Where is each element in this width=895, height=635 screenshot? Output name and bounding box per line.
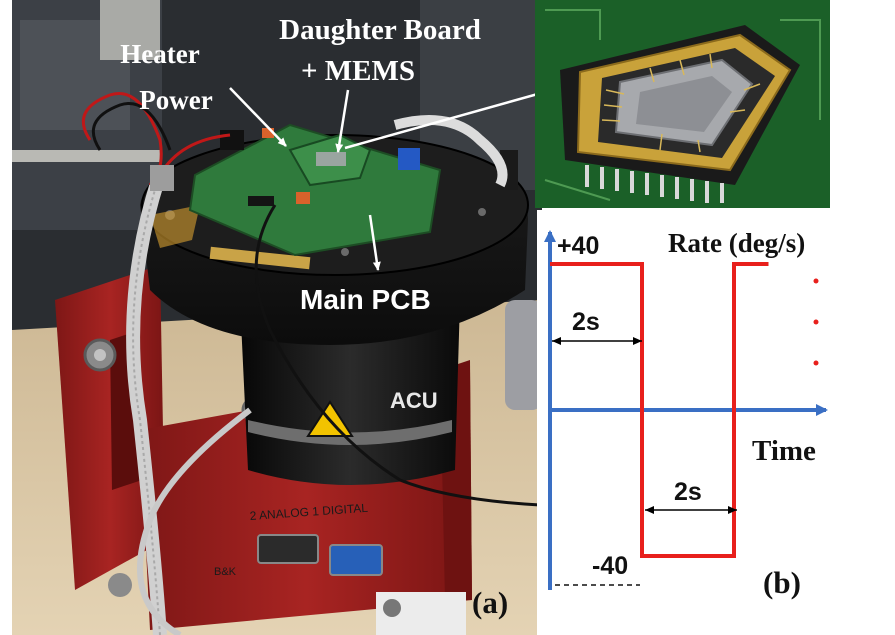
mems-die-core (636, 76, 732, 132)
arrow-to-inset (344, 88, 553, 150)
panel-tag-a: (a) (472, 585, 508, 620)
power-connector (220, 130, 244, 150)
grey-cable (137, 407, 252, 635)
cable-bundle-right (505, 300, 542, 410)
duration-label-first: 2s (572, 308, 600, 336)
label-heater: Heater (120, 39, 199, 69)
continuation-dot (813, 278, 819, 284)
photo-panel-a: ACU 2 ANALOG 1 DIGITAL (12, 0, 553, 635)
rate-square-wave (550, 262, 769, 558)
continuation-dot (813, 360, 819, 366)
heater-wire-black (91, 102, 172, 151)
waveform-background (537, 210, 895, 635)
main-pcb-board (188, 123, 442, 257)
plate-screw (341, 248, 349, 256)
lab-shelf-edge (12, 150, 162, 162)
black-cable (254, 204, 541, 507)
ribbon-cable-stripes (132, 179, 161, 635)
waveform-panel-b: +40 -40 Rate (deg/s) Time 2s 2s (b) (537, 210, 895, 635)
arrow-daughter-board (335, 89, 350, 153)
continuation-dot (813, 319, 819, 325)
blue-connector (398, 148, 420, 170)
brand-text: ACU (390, 388, 438, 413)
kapton-tape (209, 246, 311, 270)
ribbon-cable-top (393, 115, 508, 188)
pcb-header (248, 196, 274, 206)
panel-tag-b: (b) (763, 565, 801, 600)
label-daughter-board: Daughter Board (279, 14, 481, 46)
board-trace (780, 19, 821, 120)
mount-bolt-lower (108, 573, 132, 597)
d-sub-connector-2 (329, 544, 383, 576)
pcb-component (262, 128, 274, 138)
label-main-pcb: Main PCB (300, 284, 431, 315)
tick-label-plus-40: +40 (557, 232, 599, 260)
stamp-text: B&K (214, 566, 237, 578)
label-power: Power (139, 85, 212, 115)
d-sub-connector-1 (257, 534, 319, 564)
mems-chip (316, 152, 346, 166)
tick-label-minus-40: -40 (592, 552, 628, 580)
plate-screw (478, 208, 486, 216)
heater-wire-red (81, 92, 163, 187)
chip-pins (585, 165, 724, 203)
arrow-main-pcb (368, 214, 381, 271)
series-layer (550, 262, 769, 558)
board-trace (545, 9, 601, 40)
mount-bolt-upper-head (94, 349, 106, 361)
x-axis-label: Time (752, 435, 816, 467)
kapton-tape-left (150, 205, 200, 248)
mems-chip-inset (535, 0, 830, 208)
monitor (100, 0, 160, 60)
heater-terminal (150, 165, 174, 191)
pcb-component (296, 192, 310, 204)
board-trace (544, 179, 611, 201)
label-mems: + MEMS (301, 55, 415, 87)
y-axis-label: Rate (deg/s) (668, 228, 805, 258)
bnc-connector (383, 599, 401, 617)
arrow-heater-power (229, 87, 287, 147)
duration-label-second: 2s (674, 478, 702, 506)
bond-wires (601, 53, 761, 153)
